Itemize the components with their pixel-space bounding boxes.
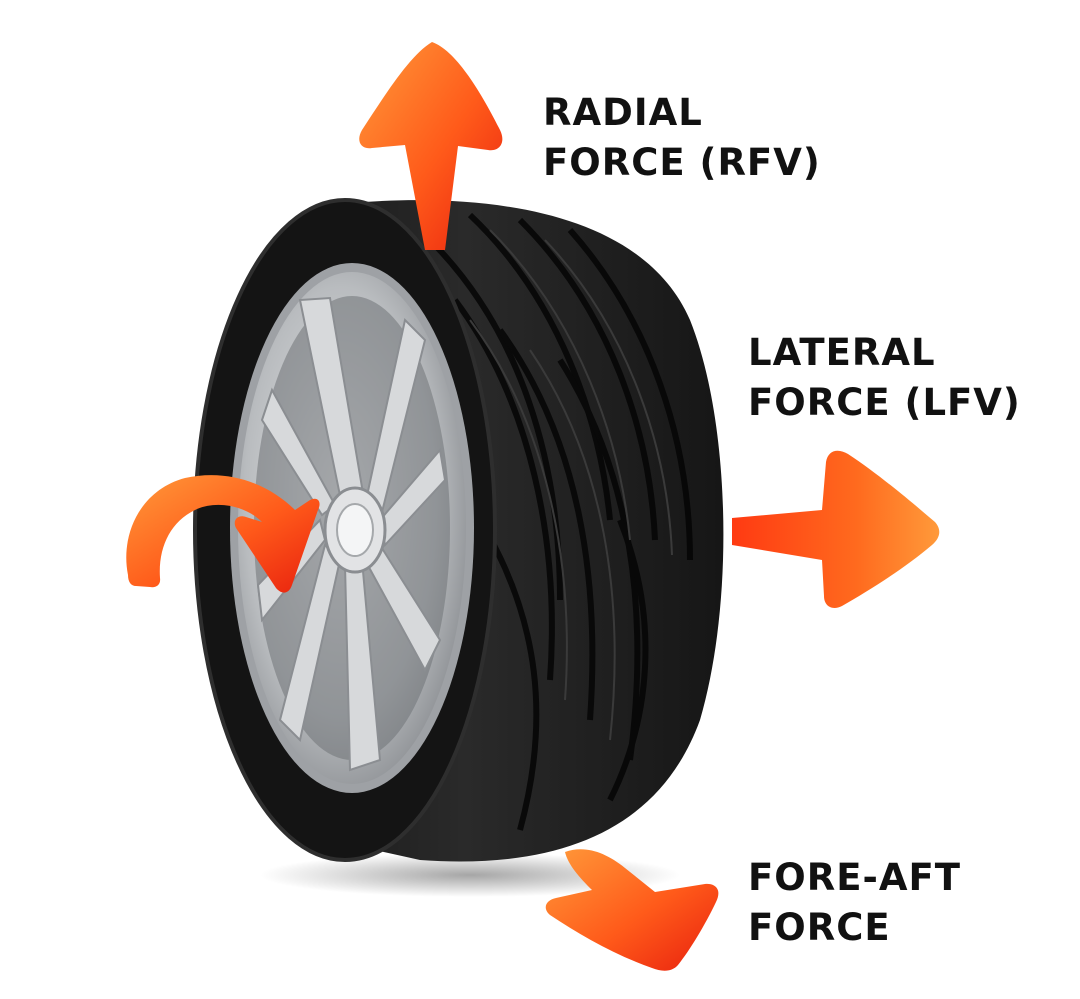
radial-force-label: RADIAL FORCE (RFV) <box>543 88 821 188</box>
tire <box>193 198 724 862</box>
rim-spokes <box>256 296 447 772</box>
radial-force-arrow-icon <box>359 42 503 250</box>
fore-aft-force-arrow-icon <box>545 849 719 971</box>
lateral-force-label-line2: FORCE (LFV) <box>748 381 1021 424</box>
lateral-force-label-line1: LATERAL <box>748 331 936 374</box>
radial-force-label-line2: FORCE (RFV) <box>543 141 821 184</box>
tread-grooves <box>427 212 693 831</box>
fore-aft-force-label: FORE-AFT FORCE <box>748 853 961 953</box>
rotation-curved-arrow-icon <box>126 475 320 593</box>
lateral-force-label: LATERAL FORCE (LFV) <box>748 328 1021 428</box>
lateral-force-arrow-icon <box>732 450 940 608</box>
sidewall-edge <box>193 198 497 862</box>
radial-force-label-line1: RADIAL <box>543 91 703 134</box>
fore-aft-force-label-line2: FORCE <box>748 906 891 949</box>
fore-aft-force-label-line1: FORE-AFT <box>748 856 961 899</box>
hub-cap <box>336 503 374 557</box>
tread-highlights <box>469 229 673 741</box>
